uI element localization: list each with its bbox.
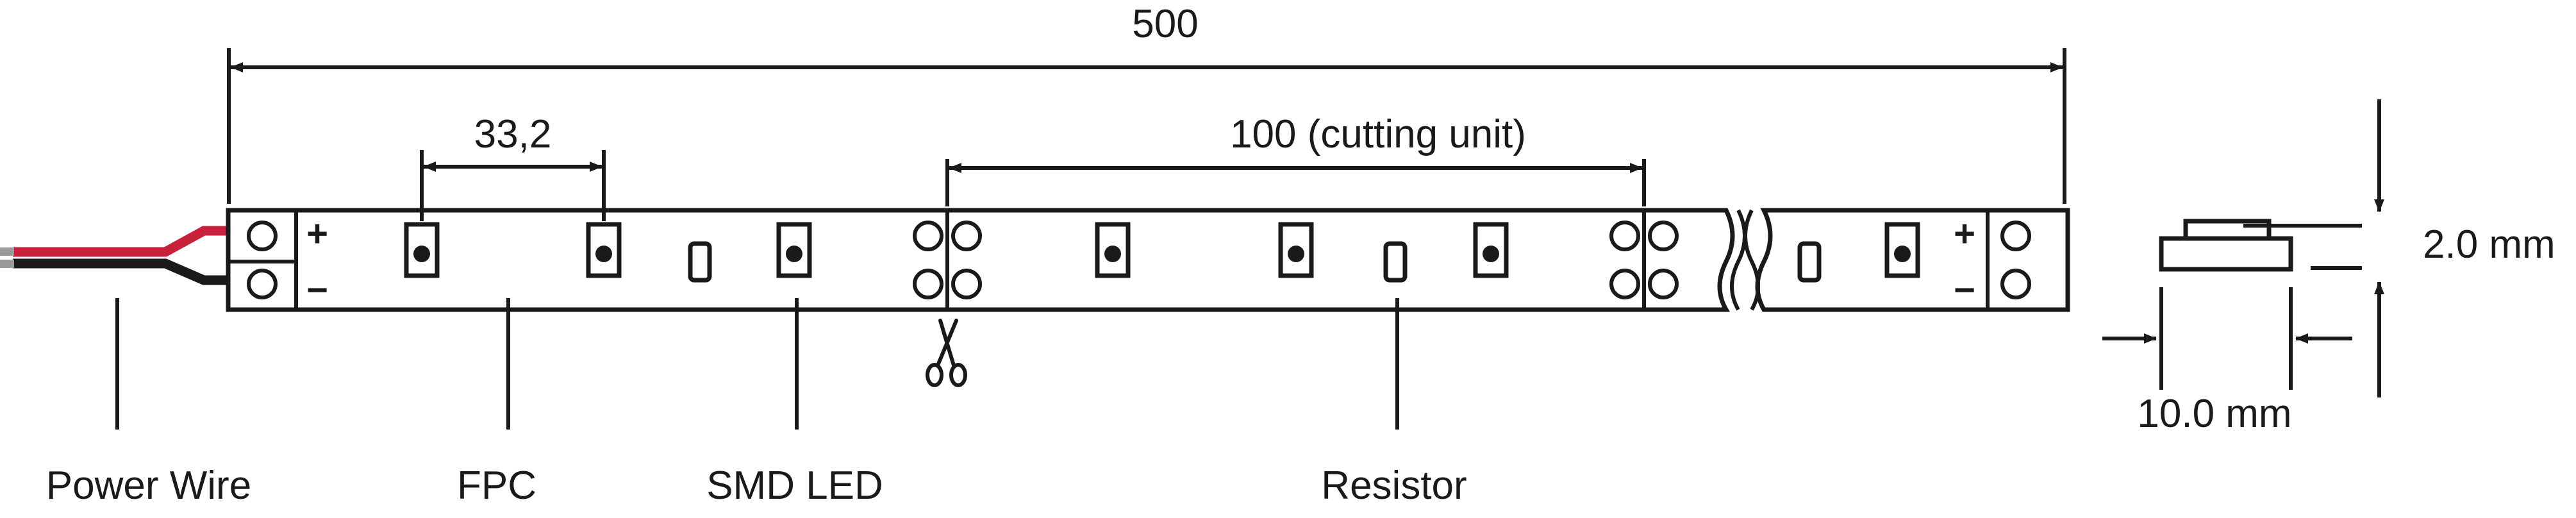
plus-marker-left: + — [306, 213, 328, 255]
width-label: 10.0 mm — [2137, 392, 2291, 436]
smd-led-label: SMD LED — [706, 464, 883, 508]
dimension-cutting-unit — [945, 159, 1646, 206]
resistor — [688, 241, 712, 283]
smd-led — [776, 222, 812, 278]
power-wire — [0, 226, 228, 285]
smd-led — [586, 222, 622, 278]
total-length-label: 500 — [1132, 2, 1198, 46]
scissors-icon — [926, 319, 967, 387]
solder-pad-left — [228, 210, 298, 310]
fpc-label: FPC — [457, 464, 536, 508]
cut-pad-2 — [1609, 210, 1679, 310]
smd-led — [404, 222, 440, 278]
dimension-thickness — [2243, 99, 2384, 397]
solder-pad-right — [1986, 210, 2031, 310]
cutting-unit-label: 100 (cutting unit) — [1230, 112, 1526, 156]
smd-led — [1473, 222, 1509, 278]
led-pitch-label: 33,2 — [474, 112, 552, 156]
smd-led — [1278, 222, 1314, 278]
resistor — [1797, 241, 1822, 283]
dimension-width — [2102, 287, 2352, 390]
smd-led — [1884, 222, 1920, 278]
minus-marker-right: − — [1954, 269, 1975, 311]
cut-pad-1 — [913, 210, 982, 310]
plus-marker-right: + — [1954, 213, 1975, 255]
fpc-strip — [226, 208, 2070, 312]
smd-led — [1095, 222, 1131, 278]
thickness-label: 2.0 mm — [2423, 222, 2555, 267]
dimension-total-length — [227, 48, 2066, 204]
power-wire-label: Power Wire — [46, 464, 251, 508]
resistor — [1383, 241, 1408, 283]
dimension-led-pitch — [420, 150, 606, 221]
resistor-label: Resistor — [1321, 464, 1467, 508]
cross-section-profile — [2159, 219, 2293, 272]
minus-marker-left: − — [306, 269, 328, 311]
